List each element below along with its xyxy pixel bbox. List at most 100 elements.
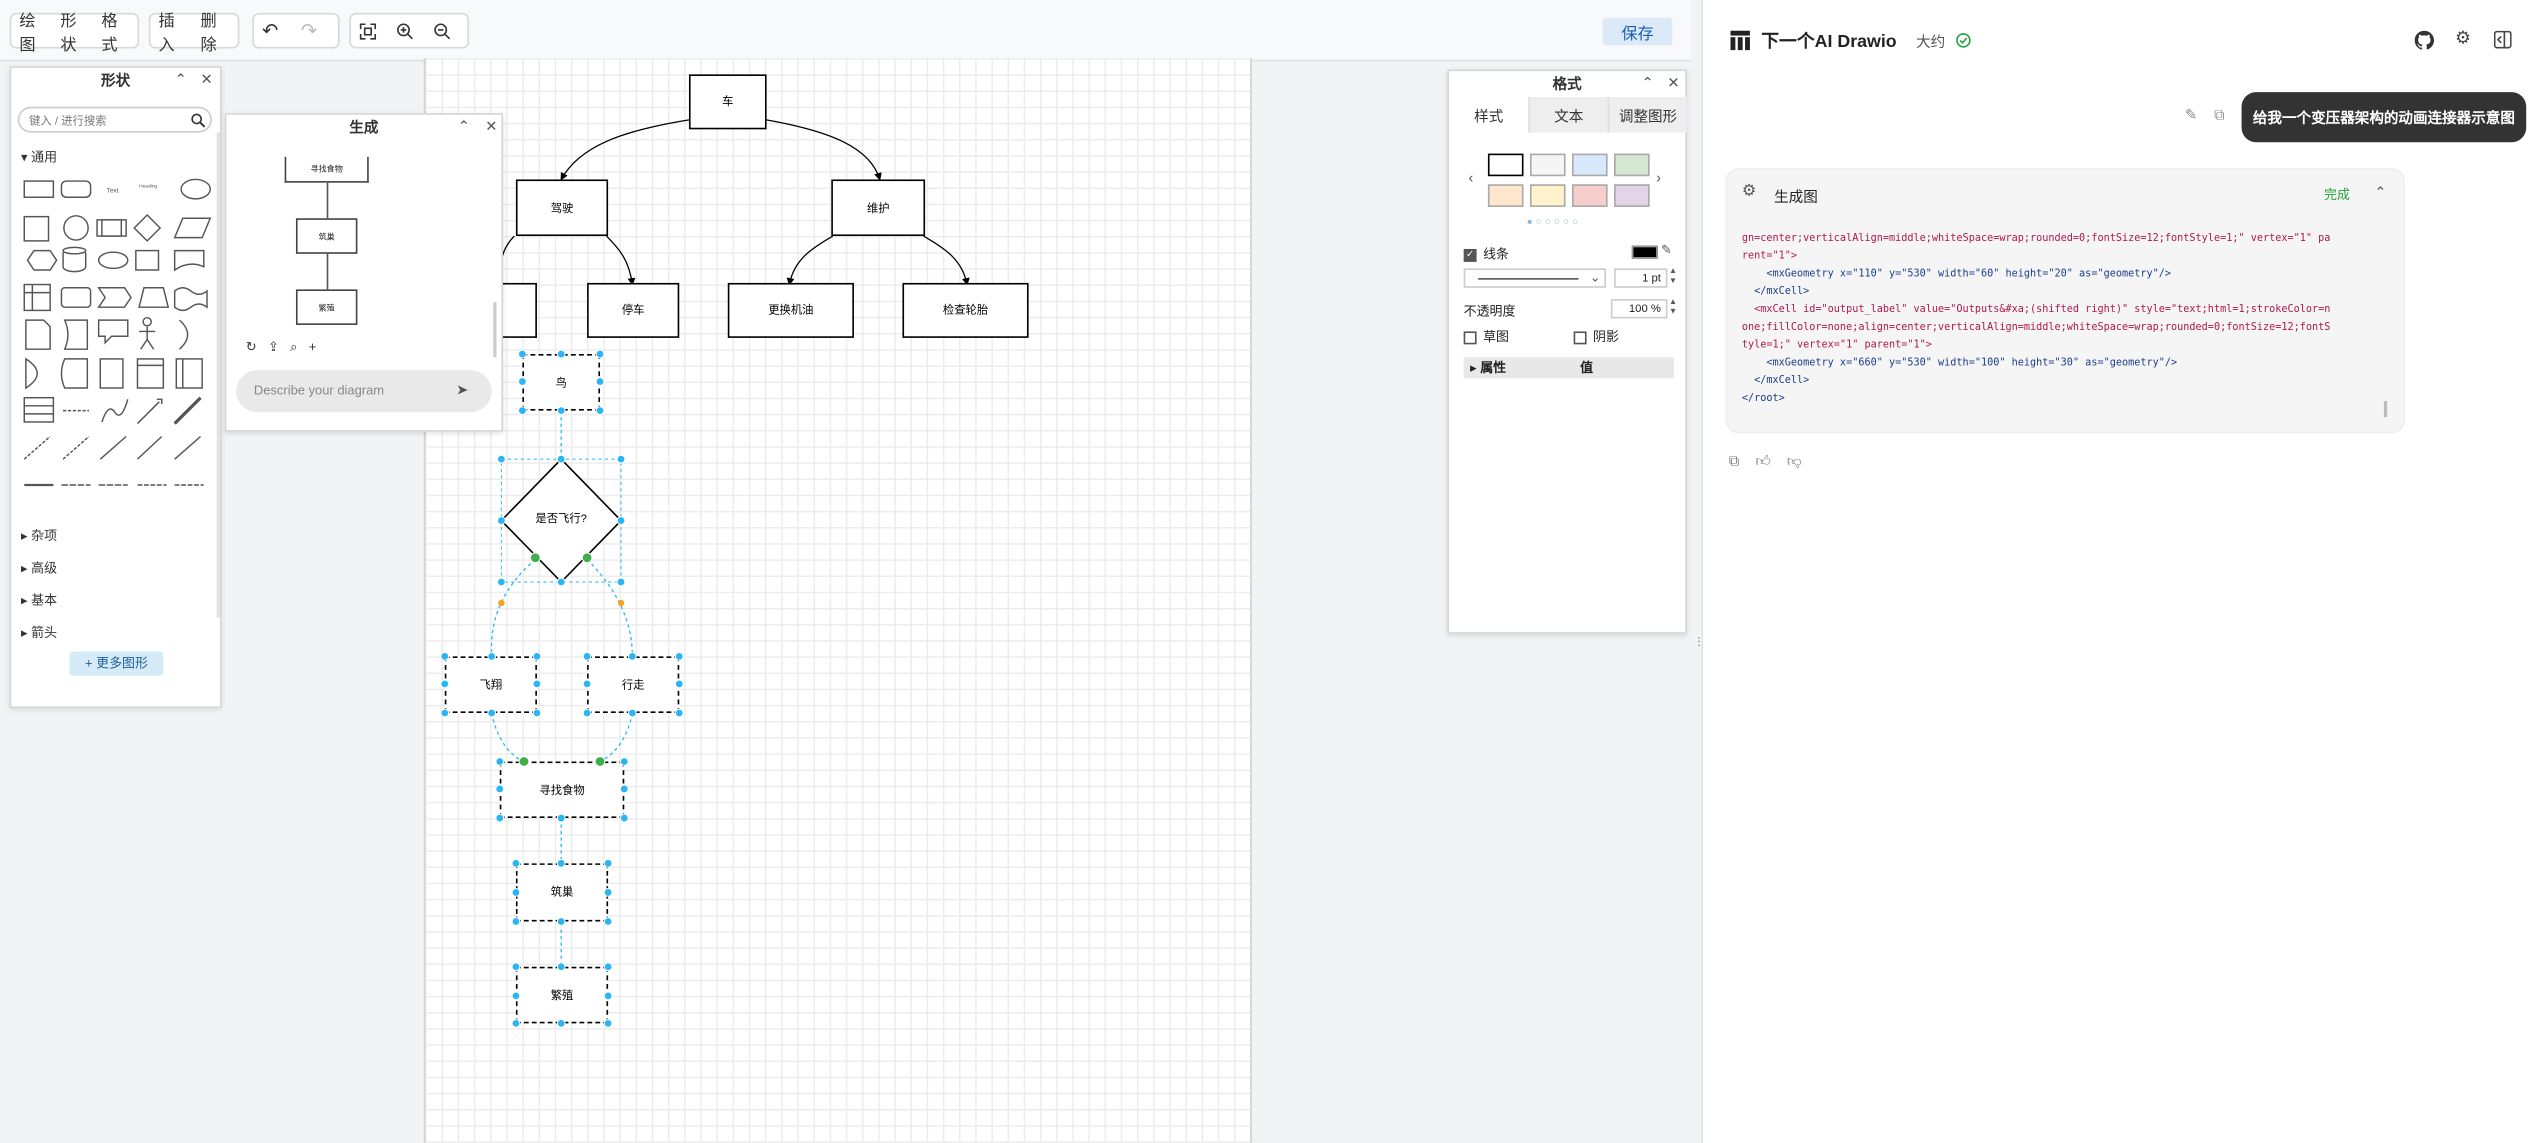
- sketch-toggle[interactable]: 草图: [1463, 328, 1509, 346]
- search-icon[interactable]: ⌕: [290, 339, 298, 355]
- node-breed[interactable]: 繁殖: [515, 966, 609, 1024]
- zoom-in-icon[interactable]: [396, 22, 414, 40]
- export-icon[interactable]: ⇪: [267, 339, 279, 355]
- about-link[interactable]: 大约: [1916, 33, 1946, 50]
- undo-icon[interactable]: ↶: [262, 19, 279, 43]
- github-icon[interactable]: [2414, 30, 2435, 50]
- diagram-canvas[interactable]: 车 驾驶 维护 停车 更换机油 检查轮胎 鸟 是否飞行? 飞翔 行走 寻找食物 …: [422, 58, 1252, 1143]
- thumbs-down-icon[interactable]: 👎︎: [1786, 452, 1802, 469]
- style-swatch[interactable]: [1614, 153, 1650, 177]
- scrollbar[interactable]: [2383, 400, 2388, 418]
- tab-style[interactable]: 样式: [1449, 97, 1529, 133]
- prev-icon[interactable]: ‹: [1468, 169, 1474, 186]
- node-maintain[interactable]: 维护: [831, 179, 926, 237]
- node-fly[interactable]: 飞翔: [444, 656, 537, 713]
- category-basic[interactable]: ▸ 基本: [21, 593, 58, 608]
- style-swatch[interactable]: [1529, 153, 1566, 177]
- properties-header[interactable]: ▸ 属性 值: [1463, 357, 1674, 379]
- edit-message-icon[interactable]: ✎: [2184, 106, 2198, 123]
- add-icon[interactable]: +: [308, 339, 317, 355]
- opacity-input[interactable]: 100 %: [1610, 299, 1668, 319]
- scrollbar[interactable]: [216, 132, 220, 618]
- menu-draw[interactable]: 绘图: [19, 12, 36, 55]
- style-swatch[interactable]: [1487, 184, 1524, 207]
- stepper-icon[interactable]: ▲▼: [1669, 297, 1678, 317]
- edit-icon[interactable]: ✎: [1660, 242, 1672, 258]
- line-color-swatch[interactable]: [1631, 245, 1658, 259]
- next-icon[interactable]: ›: [1656, 169, 1661, 186]
- style-swatch[interactable]: [1487, 153, 1524, 177]
- checkbox-icon[interactable]: [1573, 330, 1587, 344]
- node-walk[interactable]: 行走: [587, 656, 680, 713]
- sketch-label: 草图: [1483, 329, 1509, 345]
- stepper-icon[interactable]: ▲▼: [1669, 266, 1678, 287]
- close-icon[interactable]: ✕: [1667, 74, 1680, 91]
- node-oil[interactable]: 更换机油: [727, 282, 854, 338]
- zoom-out-icon[interactable]: [433, 22, 451, 40]
- copy-icon[interactable]: ⧉: [1728, 452, 1740, 469]
- collapse-icon[interactable]: ⌃: [174, 71, 187, 88]
- style-swatch[interactable]: [1572, 153, 1608, 177]
- node-park[interactable]: 停车: [587, 282, 680, 338]
- line-style-select[interactable]: ⌄: [1463, 268, 1606, 288]
- menu-format[interactable]: 格式: [101, 12, 118, 55]
- describe-input[interactable]: Describe your diagram ➤: [236, 370, 492, 413]
- style-swatch[interactable]: [1529, 184, 1566, 207]
- more-shapes-button[interactable]: + 更多图形: [69, 651, 164, 676]
- node-root[interactable]: 车: [688, 74, 767, 130]
- style-swatch[interactable]: [1614, 184, 1650, 207]
- checkbox-icon[interactable]: ✓: [1463, 248, 1477, 262]
- collapse-icon[interactable]: ⌃: [2374, 184, 2387, 201]
- fit-icon[interactable]: [359, 22, 377, 40]
- delete-button[interactable]: 删除: [200, 12, 217, 55]
- category-arrows[interactable]: ▸ 箭头: [21, 625, 58, 641]
- line-width-input[interactable]: 1 pt: [1614, 268, 1668, 288]
- node-decision-label[interactable]: 是否飞行?: [535, 514, 588, 526]
- node-food[interactable]: 寻找食物: [499, 761, 625, 819]
- message-actions: ⧉ 👍︎ 👎︎: [1729, 453, 1802, 471]
- node-nest[interactable]: 筑巢: [515, 863, 609, 922]
- check-circle-icon: [1955, 33, 1971, 48]
- node-drive[interactable]: 驾驶: [515, 179, 609, 237]
- category-advanced[interactable]: ▸ 高级: [21, 560, 58, 576]
- format-panel: 格式 ⌃ ✕ 样式 文本 调整图形 ‹ › ●○○○○○ ✓ 线条 ✎ ⌄ 1 …: [1447, 69, 1687, 634]
- node-tire[interactable]: 检查轮胎: [902, 282, 1029, 338]
- status-badge: 完成: [2324, 187, 2350, 203]
- menu-shape[interactable]: 形状: [60, 12, 77, 55]
- tool-icon: ⚙: [1741, 182, 1757, 201]
- close-icon[interactable]: ✕: [200, 71, 213, 88]
- tool-name: 生成图: [1774, 189, 1818, 206]
- node-bird[interactable]: 鸟: [522, 354, 601, 411]
- send-icon[interactable]: ➤: [456, 381, 469, 398]
- copy-message-icon[interactable]: ⧉: [2214, 106, 2225, 123]
- scrollbar[interactable]: [493, 302, 497, 358]
- save-button[interactable]: 保存: [1602, 17, 1673, 46]
- style-swatch[interactable]: [1572, 184, 1608, 207]
- checkbox-icon[interactable]: [1463, 330, 1477, 344]
- thumbs-up-icon[interactable]: 👍︎: [1755, 452, 1771, 469]
- history-group: ↶ ↷: [252, 12, 340, 49]
- line-toggle[interactable]: ✓ 线条: [1463, 246, 1509, 264]
- tab-arrange[interactable]: 调整图形: [1607, 97, 1687, 133]
- category-general[interactable]: ▾ 通用: [21, 150, 58, 165]
- shadow-toggle[interactable]: 阴影: [1573, 328, 1619, 346]
- splitter[interactable]: ⋮: [1691, 0, 1705, 1143]
- tab-text[interactable]: 文本: [1528, 97, 1608, 133]
- settings-icon[interactable]: ⚙: [2455, 29, 2472, 49]
- thumb-actions: ↻ ⇪ ⌕ +: [246, 340, 316, 356]
- shape-library-grid[interactable]: Text Heading: [21, 171, 212, 494]
- code-line: <mxGeometry x="110" y="530" width="60" h…: [1741, 268, 2172, 280]
- code-output[interactable]: gn=center;verticalAlign=middle;whiteSpac…: [1742, 230, 2389, 427]
- close-icon[interactable]: ✕: [485, 118, 498, 135]
- collapse-panel-icon[interactable]: [2493, 30, 2512, 49]
- swatch-pager[interactable]: ●○○○○○: [1526, 218, 1582, 228]
- collapse-icon[interactable]: ⌃: [1641, 74, 1654, 91]
- svg-text:Text: Text: [107, 187, 119, 194]
- redo-icon[interactable]: ↷: [300, 19, 318, 43]
- collapse-icon[interactable]: ⌃: [457, 118, 470, 135]
- insert-button[interactable]: 插入: [158, 12, 175, 55]
- shape-search-input[interactable]: 键入 / 进行搜索: [17, 106, 212, 133]
- search-icon[interactable]: [191, 113, 206, 128]
- category-misc[interactable]: ▸ 杂项: [21, 528, 58, 544]
- refresh-icon[interactable]: ↻: [245, 339, 257, 355]
